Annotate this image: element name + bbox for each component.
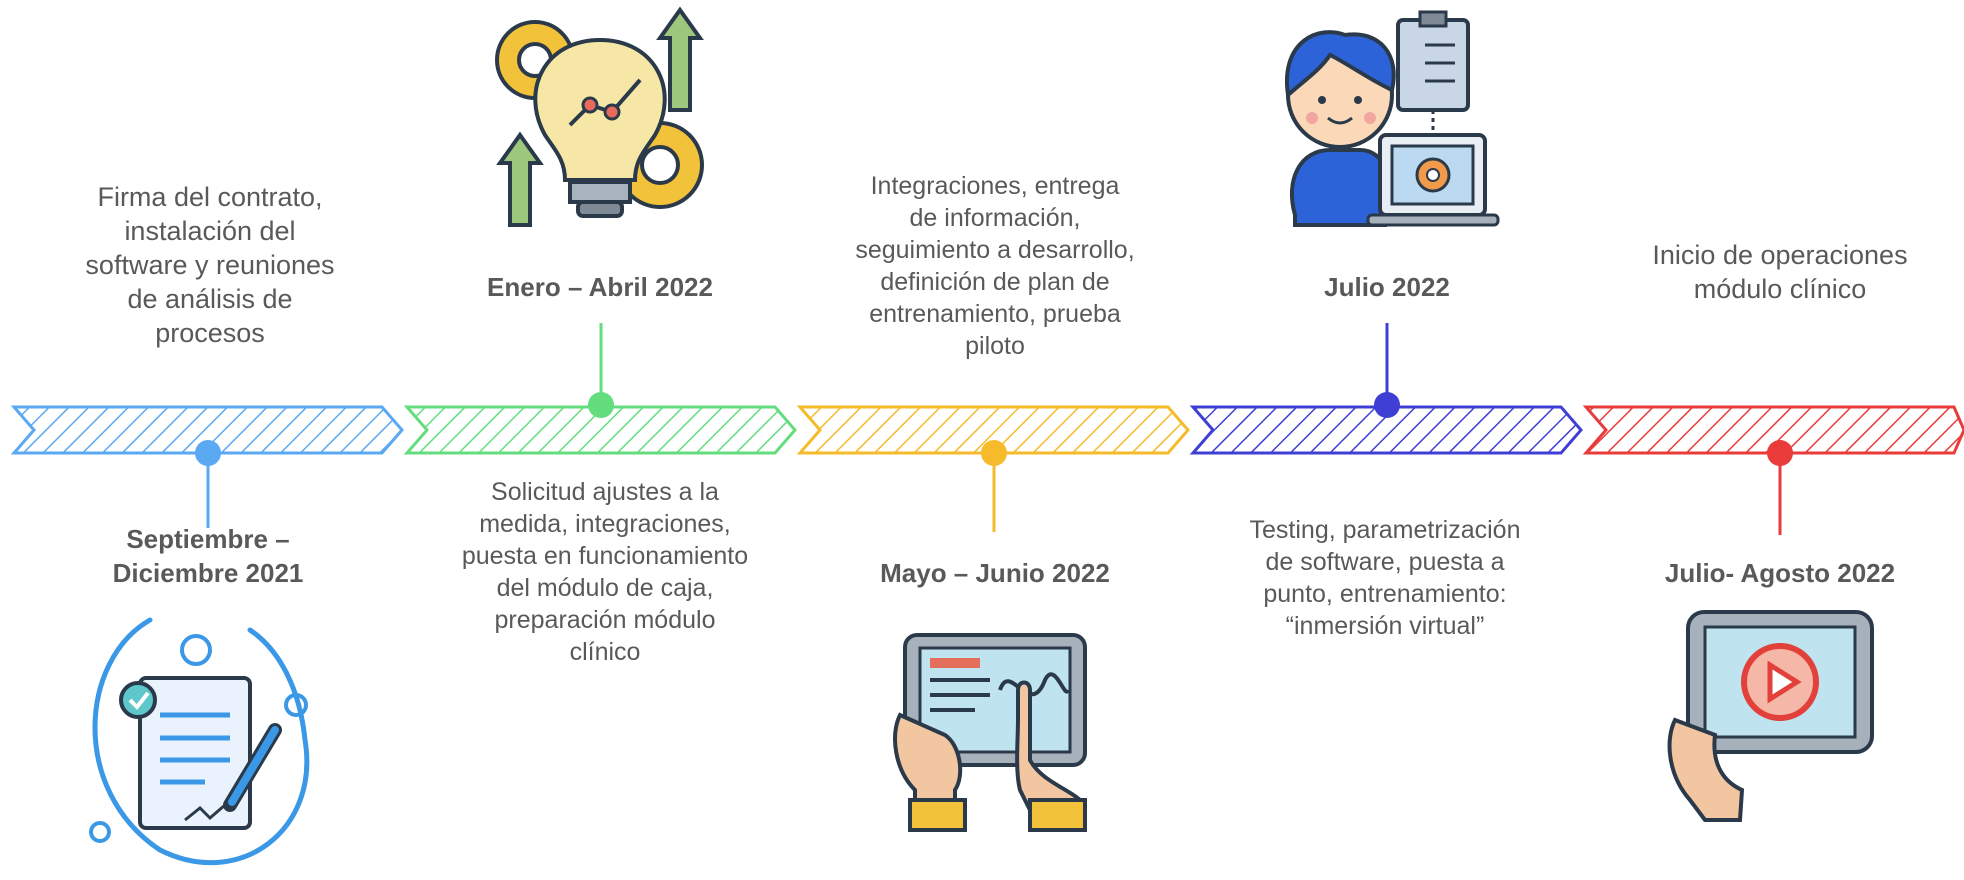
milestone-2-description: Solicitud ajustes a la medida, integraci… <box>461 478 749 666</box>
tablet-video-play-icon <box>1667 610 1874 822</box>
timeline-segment-4 <box>1189 405 1583 455</box>
contract-signing-icon <box>89 617 310 866</box>
person-checklist-laptop-icon <box>1284 10 1500 227</box>
milestone-5-description: Inicio de operaciones módulo clínico <box>1652 240 1908 304</box>
milestone-4-date: Julio 2022 <box>1324 272 1450 302</box>
timeline-dot-4 <box>1374 392 1400 418</box>
milestone-4-description: Testing, parametrización de software, pu… <box>1249 516 1521 640</box>
milestone-1-description: Firma del contrato, instalación del soft… <box>85 182 335 348</box>
timeline-segment-1 <box>10 405 404 455</box>
milestone-3-date: Mayo – Junio 2022 <box>880 558 1110 588</box>
milestone-1-date: Septiembre – Diciembre 2021 <box>112 524 304 588</box>
timeline-dot-3 <box>981 440 1007 466</box>
timeline-dot-5 <box>1767 440 1793 466</box>
timeline-segment-5 <box>1582 405 1964 455</box>
timeline-dot-1 <box>195 440 221 466</box>
lightbulb-gears-growth-icon <box>495 6 704 227</box>
timeline-segment-3 <box>796 405 1190 455</box>
timeline-segment-2 <box>403 405 797 455</box>
timeline-dot-2 <box>588 392 614 418</box>
milestone-2-date: Enero – Abril 2022 <box>487 272 713 302</box>
milestone-3-description: Integraciones, entrega de información, s… <box>855 172 1135 360</box>
milestone-5-date: Julio- Agosto 2022 <box>1664 558 1896 588</box>
tablet-hands-icon <box>893 633 1087 832</box>
